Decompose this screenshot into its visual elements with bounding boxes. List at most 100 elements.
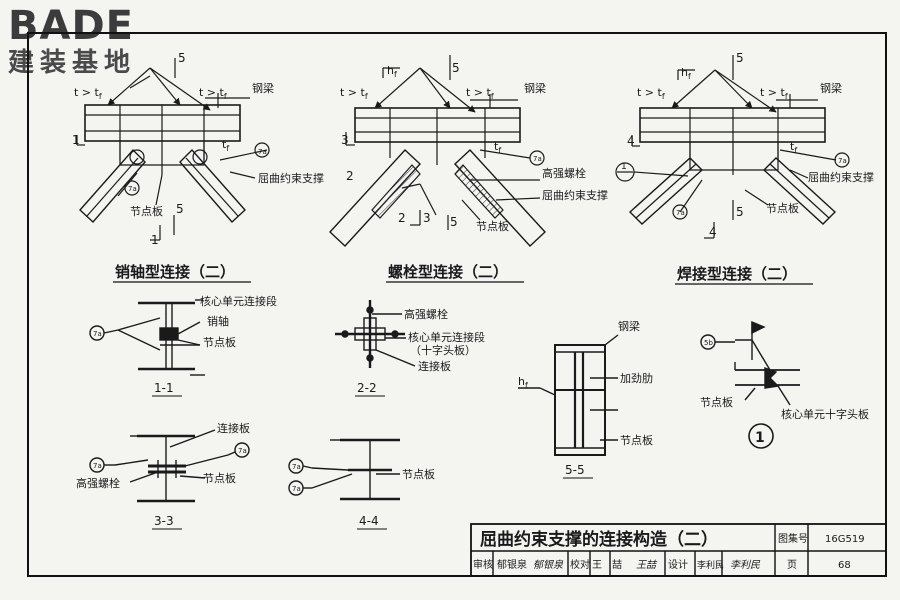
- s11-gusset: 节点板: [203, 335, 236, 349]
- tr-hf: hf: [681, 66, 691, 81]
- tl-label-beam: 钢梁: [252, 81, 274, 95]
- s33-bolt: 高强螺栓: [76, 476, 120, 490]
- drawing-top-mid: [329, 55, 546, 247]
- tl-label-gusset: 节点板: [130, 204, 163, 218]
- tl-sec-5b: 5: [176, 202, 184, 216]
- section-2-2-text: 高强螺栓 核心单元连接段 （十字头板） 连接板 2-2: [355, 307, 485, 397]
- tm-sec-2a: 2: [346, 169, 354, 183]
- section-4-4: [288, 438, 400, 501]
- tm-tf: tf: [494, 140, 501, 155]
- tl-tf: tf: [222, 138, 229, 153]
- tm-sec-5a: 5: [452, 61, 460, 75]
- det1-weld: 5b: [704, 339, 713, 347]
- sheet-title: 屈曲约束支撑的连接构造（二）: [480, 529, 718, 550]
- atlas-label: 图集号: [778, 532, 808, 545]
- tl-sec-1a: 1: [72, 133, 80, 147]
- drawing-top-mid-text: hf t > tf t > tf 钢梁 高强螺栓 屈曲约束支撑 节点板 3 3 …: [340, 61, 608, 233]
- review-signature: 郁银泉: [533, 559, 564, 571]
- heading-pin: 销轴型连接（二）: [115, 263, 235, 281]
- section-3-3: [89, 429, 250, 503]
- section-4-4-text: 节点板 7a 7a 4-4: [292, 463, 435, 530]
- tr-tf: tf: [790, 140, 797, 155]
- tr-label-gusset: 节点板: [766, 201, 799, 215]
- tm-label-t: t > tf: [340, 86, 368, 101]
- s44-weld-a: 7a: [292, 463, 301, 471]
- tr-label-brace: 屈曲约束支撑: [808, 170, 874, 184]
- tr-weld-b: 7a: [676, 209, 685, 217]
- tm-sec-3b: 3: [423, 211, 431, 225]
- drawing-top-left: [76, 58, 270, 241]
- tm-hf: hf: [387, 64, 397, 79]
- drawing-top-right: [615, 55, 850, 239]
- s44-weld-b: 7a: [292, 485, 301, 493]
- det1-caption: 1: [755, 430, 765, 446]
- design-signature: 李利民: [730, 559, 761, 571]
- s55-caption: 5-5: [565, 463, 585, 477]
- tm-label-t2: t > tf: [466, 86, 494, 101]
- tr-weld-a: 7a: [838, 157, 847, 165]
- s55-stiff: 加劲肋: [620, 371, 653, 385]
- drawing-top-right-text: hf t > tf t > tf 钢梁 屈曲约束支撑 节点板 4 4 5 5 1…: [621, 51, 874, 239]
- s22-caption: 2-2: [357, 381, 377, 395]
- atlas-no: 16G519: [825, 534, 865, 545]
- section-5-5: [518, 334, 619, 456]
- section-3-3-text: 连接板 高强螺栓 节点板 7a 7a 3-3: [76, 421, 250, 530]
- review-name: 郁银泉: [497, 558, 527, 571]
- check-label: 校对: [570, 558, 590, 571]
- tm-sec-2b: 2: [398, 211, 406, 225]
- tr-label-t2: t > tf: [760, 86, 788, 101]
- tm-label-beam: 钢梁: [524, 81, 546, 95]
- tl-weld-b: 7a: [128, 185, 137, 193]
- tr-label-beam: 钢梁: [820, 81, 842, 95]
- tr-sec-5a: 5: [736, 51, 744, 65]
- tl-label-t: t > tf: [74, 86, 102, 101]
- det1-gusset: 节点板: [700, 395, 733, 409]
- s22-core2: （十字头板）: [410, 343, 476, 357]
- tm-sec-3a: 3: [341, 133, 349, 147]
- heading-weld: 焊接型连接（二）: [677, 265, 797, 283]
- design-name: 李利民: [697, 559, 724, 571]
- section-2-2: [335, 300, 416, 368]
- s33-plate: 连接板: [217, 421, 250, 435]
- s55-gusset: 节点板: [620, 433, 653, 447]
- s11-core: 核心单元连接段: [200, 294, 277, 308]
- tr-sec-4a: 4: [627, 134, 635, 148]
- s22-plate: 连接板: [418, 359, 451, 373]
- tl-label-brace: 屈曲约束支撑: [258, 171, 324, 185]
- drawing-top-left-text: t > tf t > tf 钢梁 屈曲约束支撑 节点板 1 1 5 5 7a 7…: [72, 51, 324, 247]
- review-label: 审核: [473, 558, 493, 571]
- s55-beam: 钢梁: [618, 319, 640, 333]
- detail-1-text: 节点板 核心单元十字头板 5b 1: [700, 339, 869, 446]
- s33-weld-a: 7a: [93, 462, 102, 470]
- check-signature: 王喆: [636, 559, 658, 571]
- section-1-1: [89, 299, 205, 376]
- tr-label-t: t > tf: [637, 86, 665, 101]
- det1-core: 核心单元十字头板: [781, 407, 869, 421]
- s44-gusset: 节点板: [402, 467, 435, 481]
- tm-label-brace: 屈曲约束支撑: [542, 188, 608, 202]
- s33-gusset: 节点板: [203, 471, 236, 485]
- tl-sec-5a: 5: [178, 51, 186, 65]
- title-block: [470, 523, 887, 577]
- tl-sec-1b: 1: [151, 233, 159, 247]
- tm-label-bolt: 高强螺栓: [542, 166, 586, 180]
- design-label: 设计: [668, 558, 688, 571]
- section-5-5-text: 钢梁 加劲肋 节点板 hf 5-5: [518, 319, 653, 479]
- tm-weld: 7a: [533, 155, 542, 163]
- s55-hf: hf: [518, 375, 528, 390]
- check-name: 王 喆: [592, 558, 622, 571]
- tr-sec-4b: 4: [709, 225, 717, 239]
- tl-weld-a: 7a: [258, 148, 267, 156]
- s33-caption: 3-3: [154, 514, 174, 528]
- tr-detail-callout: 1: [621, 162, 627, 172]
- page-no: 68: [838, 560, 851, 571]
- s22-bolt: 高强螺栓: [404, 307, 448, 321]
- section-1-1-text: 核心单元连接段 销轴 节点板 7a 1-1: [93, 294, 277, 397]
- tr-sec-5b: 5: [736, 205, 744, 219]
- heading-bolt: 螺栓型连接（二）: [388, 263, 508, 281]
- s11-pin: 销轴: [207, 314, 229, 328]
- tm-label-gusset: 节点板: [476, 219, 509, 233]
- s22-core: 核心单元连接段: [408, 330, 485, 344]
